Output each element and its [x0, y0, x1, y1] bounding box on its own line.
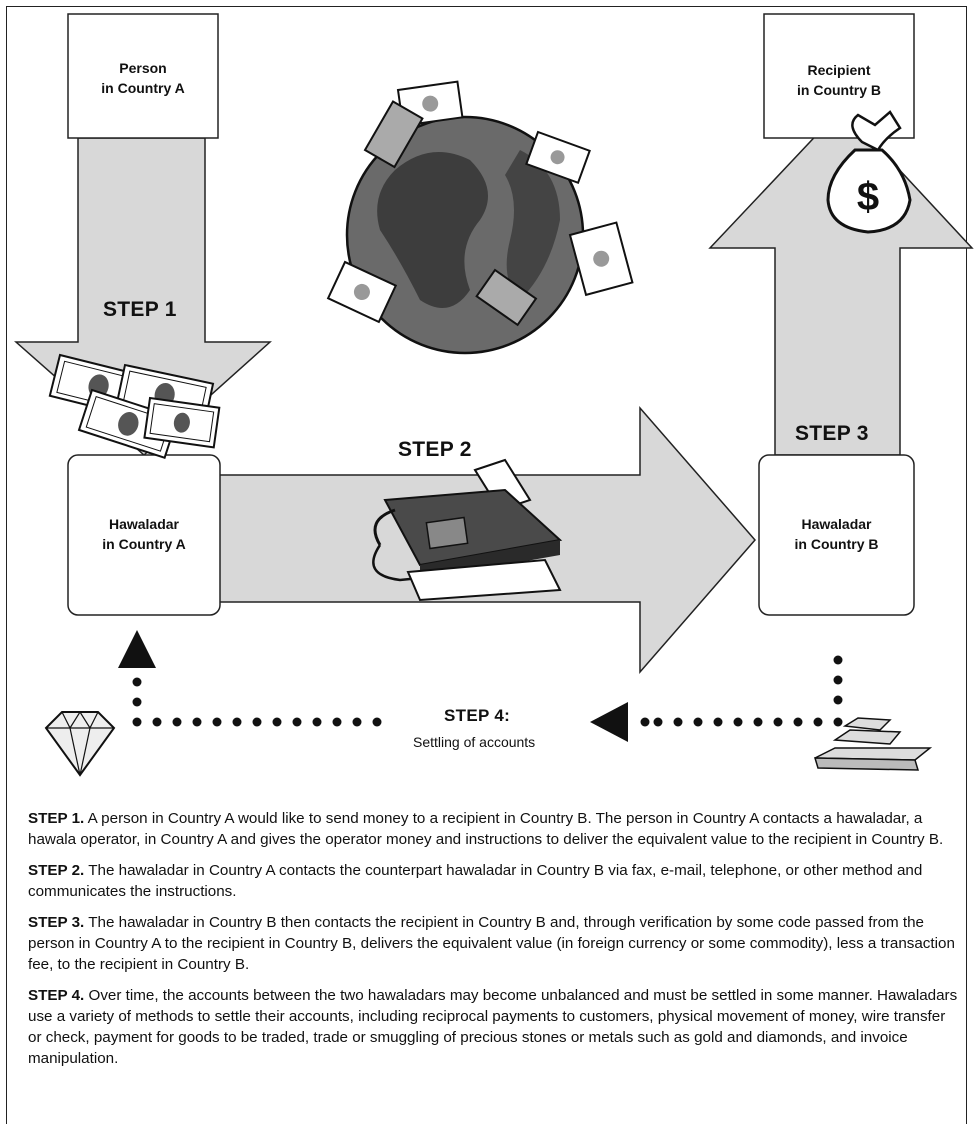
step1-description: STEP 1. A person in Country A would like… [28, 808, 958, 850]
step3-description-label: STEP 3. [28, 914, 85, 931]
step3-arrow [708, 106, 974, 456]
step2-description-text: The hawaladar in Country A contacts the … [28, 862, 923, 900]
step1-description-label: STEP 1. [28, 810, 85, 827]
step2-description-label: STEP 2. [28, 862, 85, 879]
step4-description-text: Over time, the accounts between the two … [28, 987, 958, 1067]
diamond-icon [44, 710, 116, 777]
globe-with-bills-icon [326, 80, 634, 355]
step2-description: STEP 2. The hawaladar in Country A conta… [28, 860, 958, 902]
gold-bars-icon [813, 717, 933, 771]
step1-title: STEP 1 [103, 298, 177, 321]
person-a-box [67, 13, 219, 139]
settling-path-left [132, 677, 382, 727]
arrowhead-left [590, 702, 628, 742]
recipient-b-label: Recipient in Country B [797, 62, 881, 98]
step3-description: STEP 3. The hawaladar in Country B then … [28, 912, 958, 975]
hawaladar-a-box [67, 454, 221, 616]
hawaladar-a-label: Hawaladar in Country A [102, 516, 186, 552]
step2-title: STEP 2 [398, 438, 472, 461]
arrowhead-up [118, 630, 156, 668]
step4-description: STEP 4. Over time, the accounts between … [28, 985, 958, 1069]
hawaladar-b-label: Hawaladar in Country B [794, 516, 879, 552]
svg-text:$: $ [857, 175, 879, 219]
step4-description-label: STEP 4. [28, 987, 85, 1004]
step4-title: STEP 4: [444, 706, 511, 725]
step3-title: STEP 3 [795, 422, 869, 445]
fax-machine-icon [372, 458, 563, 602]
dollar-money-bag-icon: $ [826, 110, 912, 234]
step1-description-text: A person in Country A would like to send… [28, 810, 944, 848]
hawaladar-b-box [758, 454, 915, 616]
figure-frame [6, 6, 967, 1124]
settling-path-right [640, 655, 843, 727]
person-a-label: Person in Country A [101, 60, 185, 96]
step-descriptions: STEP 1. A person in Country A would like… [28, 808, 958, 1079]
step3-description-text: The hawaladar in Country B then contacts… [28, 914, 955, 973]
money-stack-icon [48, 353, 221, 460]
hawala-diagram: $ [14, 13, 974, 777]
step4-subtitle: Settling of accounts [413, 734, 536, 750]
